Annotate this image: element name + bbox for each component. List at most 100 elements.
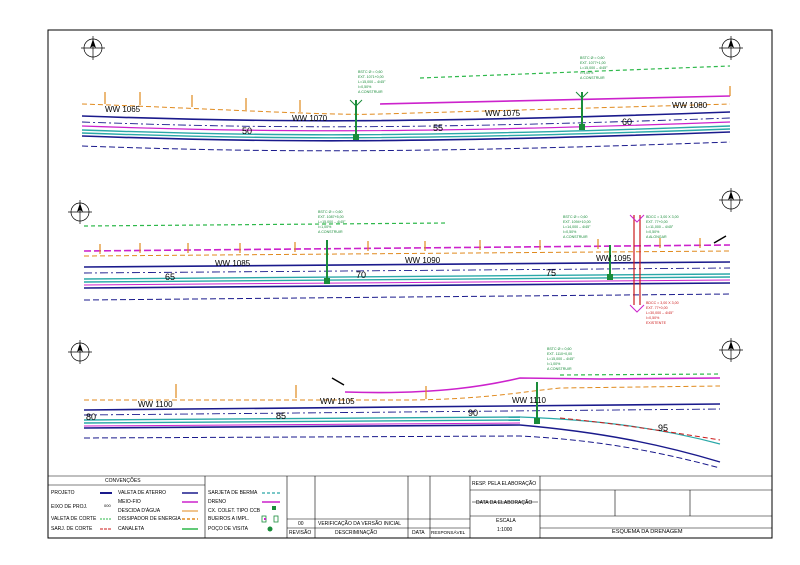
svg-text:EXT. 77+0,00: EXT. 77+0,00	[646, 306, 668, 310]
road-edge-cyan	[81, 128, 731, 139]
station-label: 65	[165, 272, 175, 282]
road-edge-cyan	[83, 416, 521, 421]
svg-text:BSTC Ø = 0,60: BSTC Ø = 0,60	[547, 347, 571, 351]
svg-text:A CONSTRUIR: A CONSTRUIR	[563, 235, 588, 239]
legend-item: POÇO DE VISITA	[208, 526, 248, 532]
plan-strip-3: WW 1100 WW 1105 WW 1110 80 85 90 95 BSTC…	[68, 338, 743, 469]
svg-text:L=11,000 – 4/45°: L=11,000 – 4/45°	[646, 225, 674, 229]
svg-text:L=30,000 – 4/45°: L=30,000 – 4/45°	[646, 311, 674, 315]
stake-label: WW 1110	[512, 396, 546, 405]
legend-item: CANALETA	[118, 526, 145, 532]
valeta-de-corte-line	[83, 222, 447, 227]
valeta-de-corte-line	[559, 373, 721, 376]
station-label: 85	[276, 411, 286, 421]
north-arrow-icon	[719, 188, 743, 212]
stake-label: WW 1090	[405, 256, 441, 265]
svg-text:A CONSTRUIR: A CONSTRUIR	[318, 230, 343, 234]
station-label: 55	[433, 123, 443, 133]
north-arrow-icon	[68, 340, 92, 364]
drain-line	[379, 95, 731, 105]
plan-strip-2: WW 1085 WW 1090 WW 1095 65 70 75 BSTC Ø …	[68, 188, 743, 325]
revision-header: RESPONSÁVEL	[431, 530, 466, 535]
scale-label: ESCALA	[496, 518, 516, 524]
legend-item: PROJETO	[51, 490, 75, 496]
legend-title: CONVENÇÕES	[105, 478, 141, 484]
svg-text:A CONSTRUIR: A CONSTRUIR	[580, 76, 605, 80]
road-edge-bottom	[81, 131, 731, 142]
svg-text:BDCC = 3,00 X 3,00: BDCC = 3,00 X 3,00	[646, 215, 679, 219]
culvert-callout: BSTC Ø = 0,60 EXT. 1071+0,00 L=15,000 – …	[358, 70, 386, 94]
descida-dagua-icon	[713, 235, 727, 244]
stake-label: WW 1080	[672, 101, 708, 110]
road-edge-top	[81, 111, 731, 122]
road-axis	[81, 117, 731, 128]
road-axis	[83, 408, 721, 416]
stake-label: WW 1075	[485, 109, 521, 118]
culvert-callout: BSTC Ø = 0,60 EXT. 1094+10,00 L=14,000 –…	[563, 215, 591, 239]
revision-header: REVISÃO	[289, 530, 312, 536]
road-edge-top	[83, 261, 731, 268]
culvert-marker	[324, 240, 330, 284]
legend-symbols: 000	[100, 492, 280, 532]
valeta-de-corte-line	[419, 65, 731, 79]
svg-text:BSTC Ø = 0,60: BSTC Ø = 0,60	[318, 210, 342, 214]
stake-label: WW 1095	[596, 254, 632, 263]
svg-text:000: 000	[104, 503, 111, 508]
offset-dashed-blue	[81, 141, 731, 152]
culvert-callout: BDCC = 3,00 X 3,00 EXT. 77+0,00 L=11,000…	[646, 215, 679, 239]
stake-label: WW 1100	[138, 400, 173, 409]
drawing-title: ESQUEMA DA DRENAGEM	[612, 529, 683, 535]
svg-text:BSTC Ø = 0,60: BSTC Ø = 0,60	[563, 215, 587, 219]
road-edge-cyan	[81, 125, 731, 136]
svg-text:BDCC = 3,00 X 3,00: BDCC = 3,00 X 3,00	[646, 301, 679, 305]
svg-text:I=0,50%: I=0,50%	[646, 230, 660, 234]
svg-text:L=15,000 – 4/45°: L=15,000 – 4/45°	[358, 80, 386, 84]
stake-label: WW 1105	[320, 397, 355, 406]
stake-label: WW 1065	[105, 105, 141, 114]
plan-strip-1: WW 1065 WW 1070 WW 1075 WW 1080 50 55 60…	[81, 36, 743, 152]
ramp-drain-red	[559, 417, 721, 441]
road-edge-bottom	[83, 424, 521, 429]
north-arrow-icon	[81, 36, 105, 60]
svg-text:I=0,50%: I=0,50%	[358, 85, 372, 89]
existing-culvert-callout: BDCC = 3,00 X 3,00 EXT. 77+0,00 L=30,000…	[646, 301, 679, 325]
svg-text:A CONSTRUIR: A CONSTRUIR	[547, 367, 572, 371]
station-label: 95	[658, 423, 668, 433]
road-edge-bottom	[83, 282, 731, 289]
drain-line	[83, 244, 731, 252]
svg-text:A ALONGAR: A ALONGAR	[646, 235, 667, 239]
svg-text:EXT. 1077+1,00: EXT. 1077+1,00	[580, 61, 606, 65]
legend-item: DRENO	[208, 499, 227, 505]
north-arrow-icon	[719, 338, 743, 362]
road-edge-cyan	[83, 273, 731, 280]
resp-label: RESP. PELA ELABORAÇÃO	[472, 481, 537, 487]
station-label: 90	[468, 408, 478, 418]
road-edge-cyan	[83, 276, 731, 283]
revision-number: 00	[298, 521, 304, 527]
svg-text:A CONSTRUIR: A CONSTRUIR	[358, 90, 383, 94]
legend-item: VALETA DE CORTE	[51, 516, 97, 522]
culvert-callout: BSTC Ø = 0,60 EXT. 1077+1,00 L=15,000 – …	[580, 56, 608, 80]
road-drain-magenta	[83, 279, 731, 286]
svg-text:BSTC Ø = 0,60: BSTC Ø = 0,60	[580, 56, 604, 60]
revision-description: VERIFICAÇÃO DA VERSÃO INICIAL	[318, 521, 402, 527]
svg-text:I=1,00%: I=1,00%	[580, 71, 594, 75]
culvert-marker	[575, 91, 589, 130]
crest-line	[83, 250, 731, 257]
scale-value: 1:1000	[497, 527, 513, 533]
svg-text:I=0,50%: I=0,50%	[646, 316, 660, 320]
road-edge-top	[83, 403, 721, 411]
station-label: 80	[86, 412, 96, 422]
svg-text:EXT. 1094+10,00: EXT. 1094+10,00	[563, 220, 591, 224]
drain-line	[344, 377, 721, 394]
descida-dagua-ticks	[99, 238, 701, 254]
ramp-edge	[519, 424, 721, 463]
title-block	[48, 475, 772, 538]
svg-text:L=15,000 – 4/45°: L=15,000 – 4/45°	[580, 66, 608, 70]
svg-text:I=1,00%: I=1,00%	[547, 362, 561, 366]
station-label: 60	[622, 117, 632, 127]
svg-text:L=15,000 – 4/45°: L=15,000 – 4/45°	[547, 357, 575, 361]
existing-culvert-marker	[629, 214, 645, 313]
culvert-callout: BSTC Ø = 0,60 EXT. 1087+5,00 L=15,000 – …	[318, 210, 346, 234]
